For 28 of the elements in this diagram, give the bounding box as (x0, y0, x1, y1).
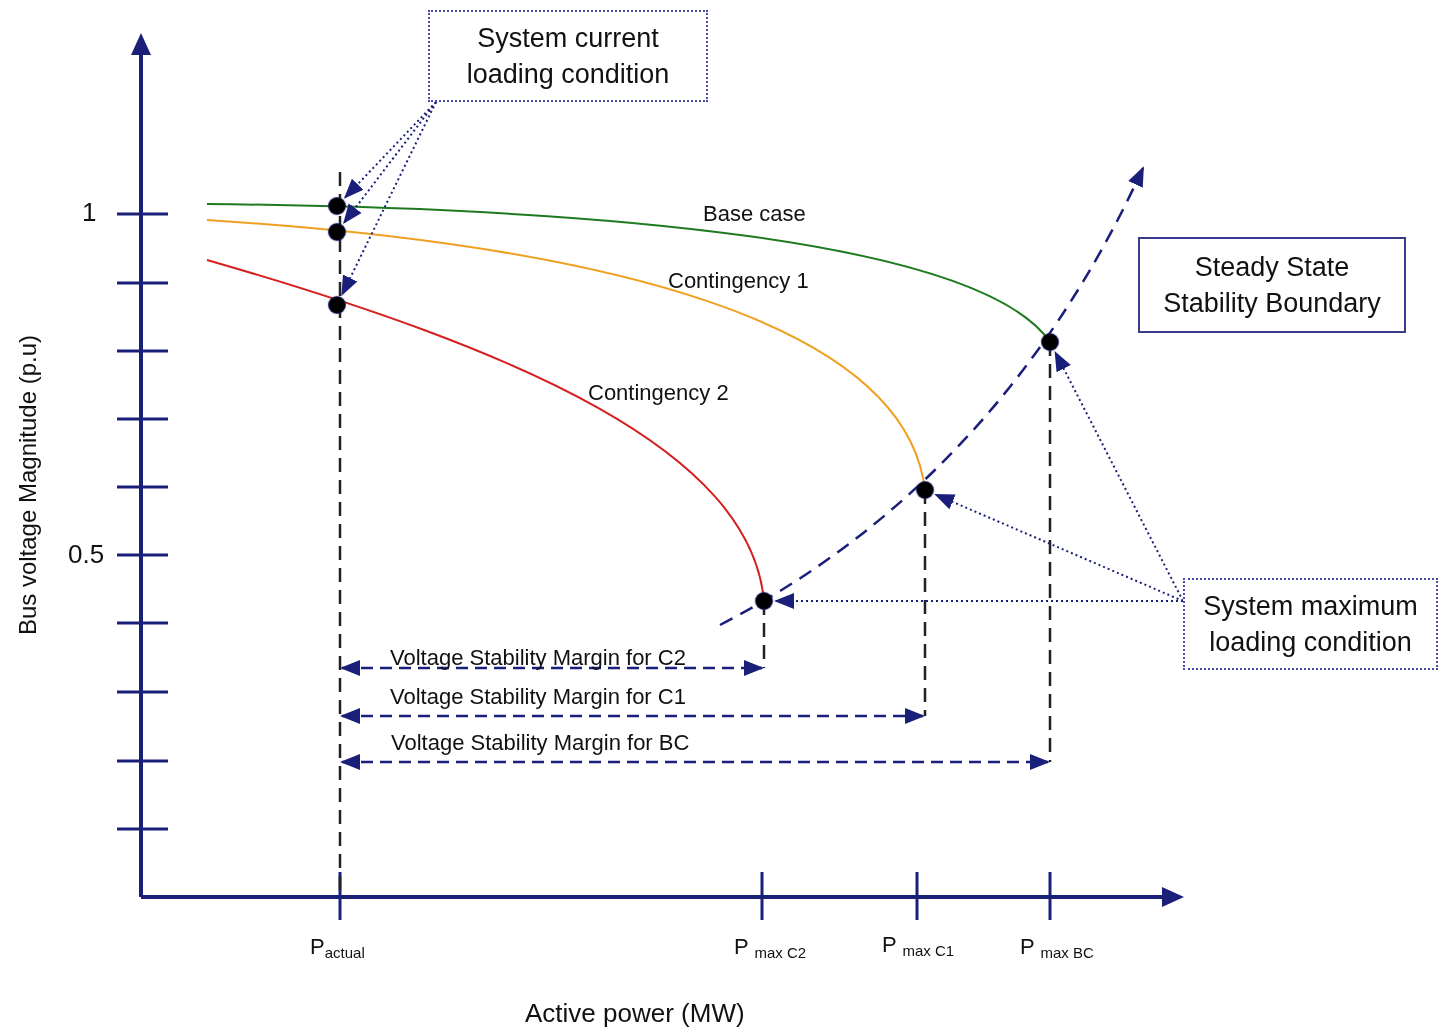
leader-arrow (343, 101, 437, 225)
point-marker (329, 224, 345, 240)
margin-label: Voltage Stability Margin for C1 (390, 684, 686, 710)
tick-label: P$_{actual}$ (310, 934, 365, 963)
tick-label: 1 (82, 199, 97, 225)
curve-label: Contingency 2 (588, 380, 729, 406)
tick-label: 0.5 (68, 541, 105, 567)
tick-label: P $_{max BC}$ (1020, 934, 1094, 963)
leader-arrow (341, 101, 437, 296)
tick-label: P $_{max C2}$ (734, 934, 807, 963)
point-marker (1042, 334, 1058, 350)
axis-title: Bus voltage Magnitude (p.u) (15, 334, 41, 636)
margin-label: Voltage Stability Margin for BC (391, 730, 690, 756)
leader-arrow (934, 493, 1184, 602)
callout-box: System maximum loading condition (1183, 578, 1438, 670)
point-marker (756, 593, 772, 609)
point-marker (329, 297, 345, 313)
point-marker (329, 198, 345, 214)
callout-box: Steady State Stability Boundary (1138, 237, 1406, 333)
tick-label: P $_{max C1}$ (882, 932, 955, 961)
callout-box: System current loading condition (428, 10, 708, 102)
point-marker (917, 482, 933, 498)
leader-arrow (774, 593, 1184, 609)
axis-title: Active power (MW) (525, 1000, 745, 1026)
margin-label: Voltage Stability Margin for C2 (390, 645, 686, 671)
curve-label: Contingency 1 (668, 268, 809, 294)
curve-label: Base case (703, 201, 806, 227)
leader-arrow (1054, 350, 1184, 602)
